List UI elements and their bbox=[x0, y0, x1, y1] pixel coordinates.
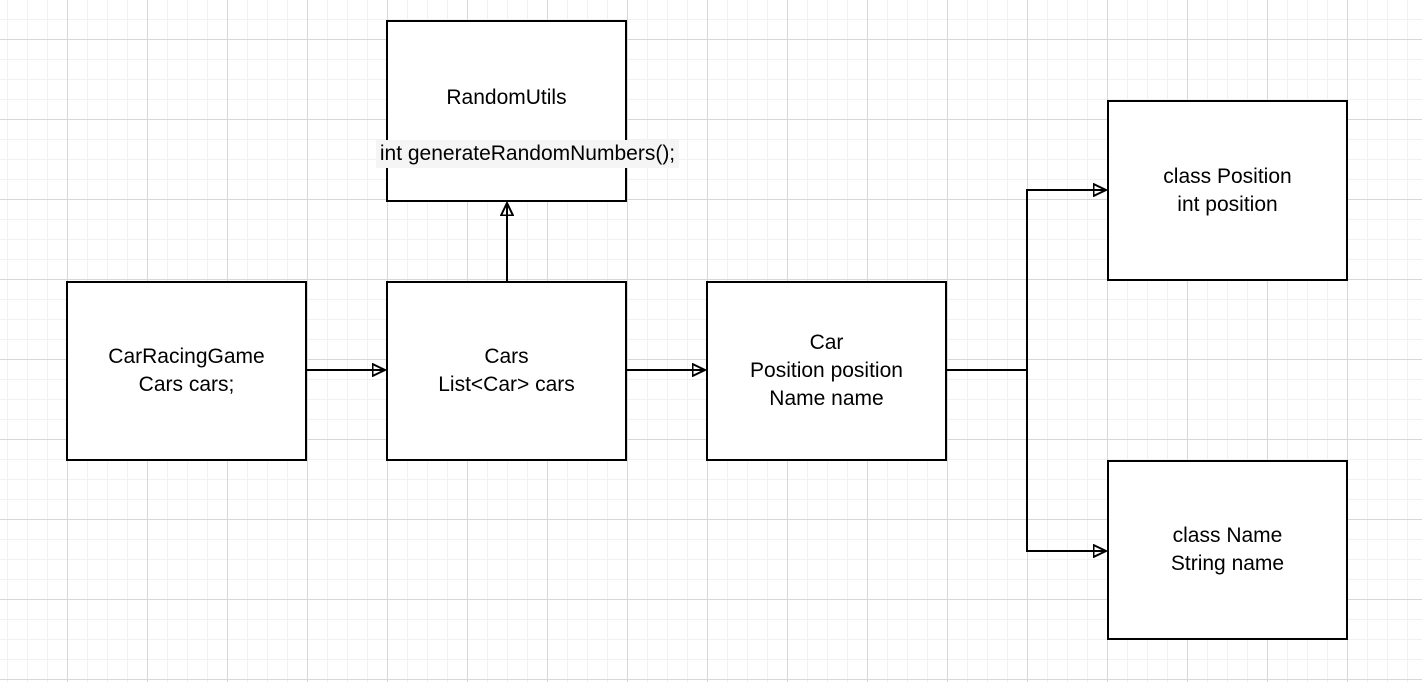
node-car-line2: Position position bbox=[750, 359, 903, 382]
spacer bbox=[388, 112, 625, 140]
node-class-name[interactable]: class Name String name bbox=[1107, 460, 1348, 640]
node-car-line1: Car bbox=[809, 331, 844, 354]
node-car-line3: Name name bbox=[769, 387, 884, 410]
node-class-name-line2: String name bbox=[1170, 552, 1285, 575]
node-randomutils-method: int generateRandomNumbers(); bbox=[375, 140, 680, 168]
node-cars-line2: List<Car> cars bbox=[438, 373, 575, 396]
node-car[interactable]: Car Position position Name name bbox=[706, 281, 947, 461]
node-class-name-line1: class Name bbox=[1172, 524, 1283, 547]
node-randomutils-method-row: int generateRandomNumbers(); bbox=[375, 140, 680, 168]
edge-car-to-class-name bbox=[1026, 370, 1106, 551]
node-randomutils[interactable]: RandomUtils int generateRandomNumbers(); bbox=[375, 20, 680, 202]
node-class-position-line1: class Position bbox=[1163, 164, 1292, 188]
edge-car-to-class-position bbox=[947, 190, 1106, 371]
node-class-position[interactable]: class Position int position bbox=[1107, 100, 1348, 281]
node-randomutils-title: RandomUtils bbox=[446, 86, 567, 109]
node-cars-line1: Cars bbox=[484, 345, 529, 368]
node-carracinggame[interactable]: CarRacingGame Cars cars; bbox=[66, 281, 307, 461]
node-carracinggame-line2: Cars cars; bbox=[138, 373, 235, 396]
node-class-position-line2: int position bbox=[1177, 192, 1278, 216]
node-cars[interactable]: Cars List<Car> cars bbox=[386, 281, 627, 461]
node-carracinggame-line1: CarRacingGame bbox=[108, 345, 265, 368]
